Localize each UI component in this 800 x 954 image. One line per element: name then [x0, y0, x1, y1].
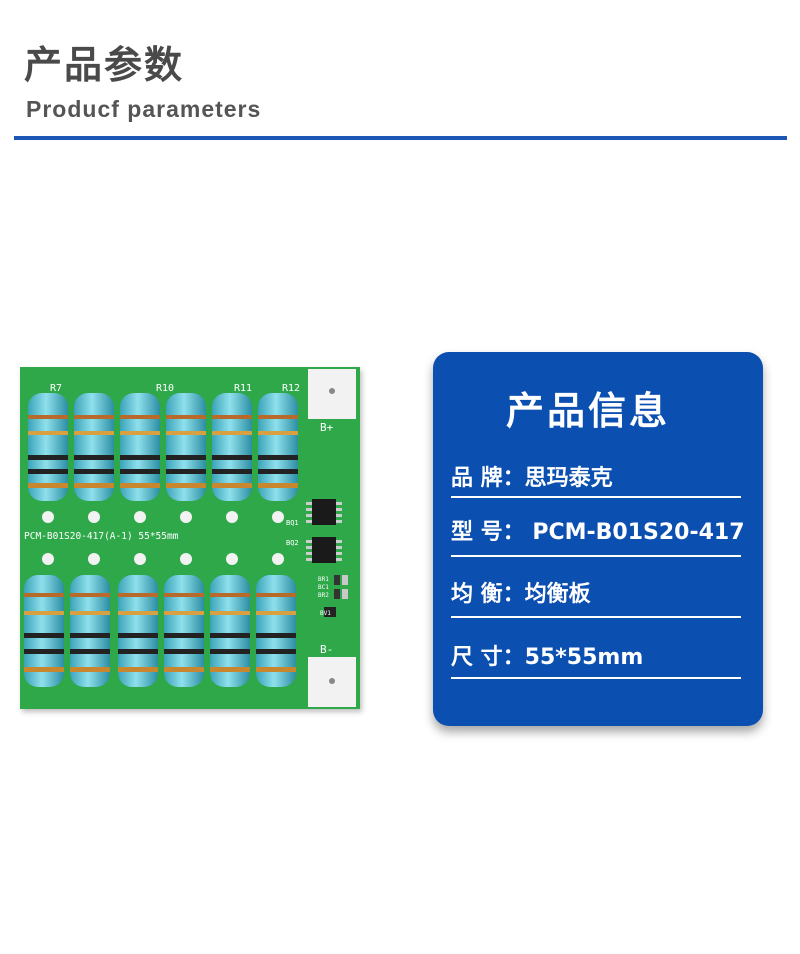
chip-label: BQ2 [286, 539, 299, 547]
page-subtitle: Producf parameters [26, 96, 262, 122]
resistor-row-bottom [24, 575, 296, 687]
resistor [258, 393, 298, 501]
row-divider [451, 616, 741, 618]
terminal-label-positive: B+ [320, 421, 334, 434]
bq-chip [306, 537, 342, 563]
resistor [120, 393, 160, 501]
resistor [118, 575, 158, 687]
resistor [210, 575, 250, 687]
resistor [256, 575, 296, 687]
resistor-label: R7 [50, 383, 62, 394]
resistor [28, 393, 68, 501]
row-divider [451, 677, 741, 679]
resistor [164, 575, 204, 687]
bq-chip [306, 499, 342, 525]
terminal-label-negative: B- [320, 643, 333, 656]
resistor-label: R12 [282, 383, 300, 394]
product-info-card: 产品信息 品 牌：思玛泰克 型 号： PCM-B01S20-417 均 衡：均衡… [433, 352, 763, 726]
resistor [166, 393, 206, 501]
smd-components [324, 575, 348, 617]
info-row-size: 尺 寸：55*55mm [451, 645, 644, 670]
info-card-title: 产品信息 [505, 389, 670, 433]
resistor [70, 575, 110, 687]
mount-hole [329, 388, 335, 394]
info-row-model: 型 号： PCM-B01S20-417 [451, 520, 745, 545]
indicator-label: BV1 [320, 610, 331, 617]
title-divider [14, 136, 787, 140]
product-photo: B+ B- R7 R10 R11 R12 PCM-B01S20-417(A-1)… [20, 367, 360, 709]
info-row-brand: 品 牌：思玛泰克 [451, 466, 613, 491]
resistor-row-top [28, 393, 298, 501]
resistor [24, 575, 64, 687]
resistor-label: R11 [234, 383, 252, 394]
page-title: 产品参数 [24, 43, 185, 87]
indicator-label: BR1 [318, 576, 329, 583]
indicator-label: BR2 [318, 592, 329, 599]
indicator-label: BC1 [318, 584, 329, 591]
resistor [212, 393, 252, 501]
resistor [74, 393, 114, 501]
row-divider [451, 496, 741, 498]
mount-hole [329, 678, 335, 684]
board-silkscreen-label: PCM-B01S20-417(A-1) 55*55mm [24, 531, 179, 542]
row-divider [451, 555, 741, 557]
via-holes [42, 511, 284, 565]
pcb-illustration: B+ B- R7 R10 R11 R12 PCM-B01S20-417(A-1)… [20, 367, 360, 709]
chip-label: BQ1 [286, 519, 299, 527]
info-row-balance: 均 衡：均衡板 [451, 582, 591, 607]
resistor-label: R10 [156, 383, 174, 394]
